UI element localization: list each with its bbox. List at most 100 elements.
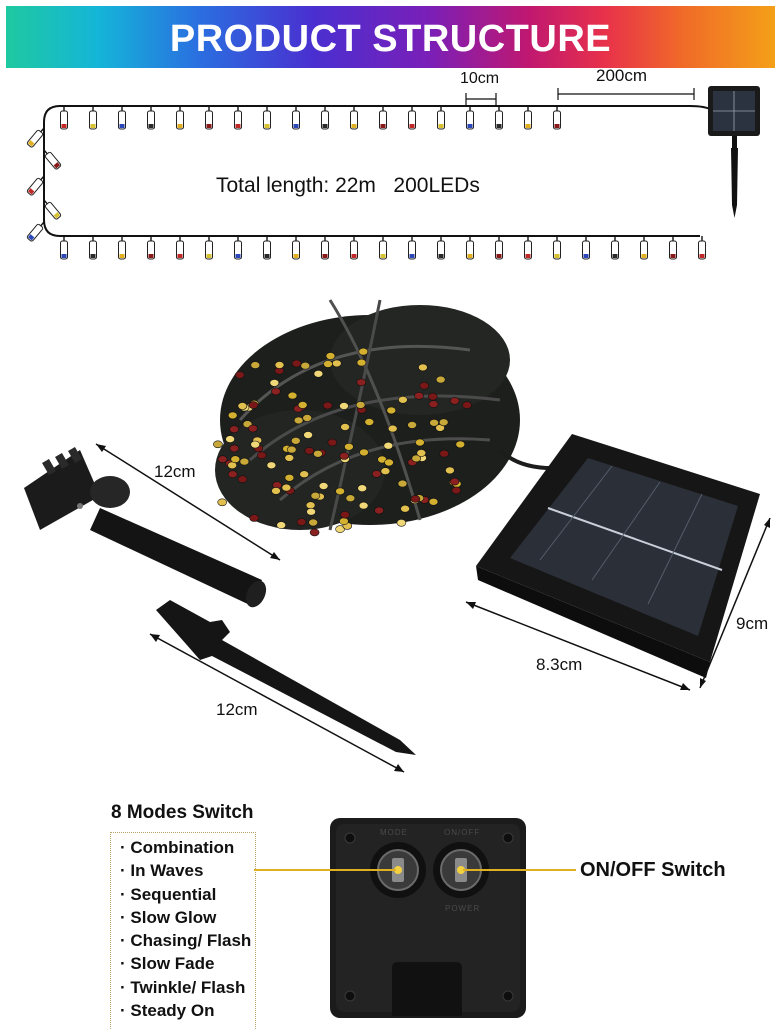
coil-led-bead: [438, 418, 449, 427]
coil-led-bead: [310, 491, 321, 500]
coil-led-bead: [318, 482, 329, 490]
title-banner: PRODUCT STRUCTURE: [6, 6, 775, 68]
led-bulb: [292, 236, 300, 260]
led-bulb: [26, 127, 45, 148]
stake-holder-dimension: [95, 443, 281, 561]
coil-led-bead: [449, 477, 460, 486]
led-bulb: [118, 106, 126, 130]
led-bulb: [698, 236, 706, 260]
coil-led-bead: [400, 504, 410, 513]
led-bulb: [43, 199, 62, 220]
coil-led-bead: [229, 444, 240, 453]
led-bulb: [263, 106, 271, 130]
coil-led-bead: [230, 455, 241, 464]
coil-led-bead: [291, 359, 302, 368]
mini-solar-panel: [708, 86, 760, 218]
coil-led-bead: [286, 445, 297, 454]
coil-led-bead: [339, 402, 349, 410]
coil-led-bead: [356, 358, 367, 367]
led-bulb: [205, 236, 213, 260]
mode-item: · In Waves: [120, 861, 204, 881]
coil-led-bead: [386, 406, 397, 415]
coil-led-bead: [274, 361, 285, 369]
coil-led-bead: [276, 521, 287, 529]
led-bulb: [640, 236, 648, 260]
coil-led-bead: [297, 401, 308, 409]
coil-led-bead: [327, 438, 338, 447]
led-bulb: [321, 106, 329, 130]
onoff-switch-callout: ON/OFF Switch: [580, 859, 726, 881]
led-bulb: [495, 236, 503, 260]
coil-led-bead: [217, 455, 228, 464]
lead-length-label: 200cm: [596, 66, 648, 85]
coil-led-bead: [428, 497, 439, 506]
led-bulb: [234, 236, 242, 260]
panel-depth-label: 9cm: [736, 614, 769, 633]
power-button[interactable]: [433, 842, 489, 898]
coil-led-bead: [384, 458, 394, 467]
modes-title: 8 Modes Switch: [111, 802, 254, 823]
product-illustration: [24, 299, 771, 773]
coil-led-bead: [439, 449, 450, 458]
onoff-button-label: ON/OFF: [444, 828, 481, 837]
coil-led-bead: [364, 418, 375, 426]
top-led-row: [60, 106, 561, 130]
coil-led-bead: [250, 440, 260, 449]
coil-led-bead: [323, 360, 333, 368]
coil-led-bead: [227, 470, 238, 479]
panel-width-dimension: [465, 601, 691, 691]
coil-led-bead: [359, 448, 369, 457]
coil-led-bead: [416, 449, 427, 457]
mode-button-label: MODE: [380, 828, 408, 837]
left-led-column: [26, 127, 62, 242]
coil-led-bead: [308, 518, 319, 527]
led-bulb: [292, 106, 300, 130]
led-bulb: [350, 106, 358, 130]
coil-led-bead: [335, 487, 345, 496]
coil-led-bead: [418, 363, 428, 372]
coil-led-bead: [313, 369, 324, 378]
coil-led-bead: [217, 498, 227, 507]
coil-led-bead: [227, 411, 238, 420]
coil-led-bead: [300, 361, 311, 370]
stake-holder: [24, 446, 267, 608]
coil-led-bead: [284, 454, 295, 462]
coil-led-bead: [451, 486, 462, 495]
led-bulb: [379, 236, 387, 260]
coil-led-bead: [335, 525, 345, 533]
mode-item: · Chasing/ Flash: [120, 931, 252, 951]
lead-dimension: [557, 88, 695, 100]
led-bulb: [495, 106, 503, 130]
panel-width-label: 8.3cm: [536, 655, 583, 674]
coil-led-bead: [309, 528, 320, 537]
coil-led-bead: [266, 461, 277, 470]
coil-led-bead: [287, 391, 298, 400]
string-wire: [43, 105, 700, 237]
coil-led-bead: [415, 438, 425, 447]
coil-led-bead: [213, 440, 223, 449]
coil-led-bead: [271, 487, 281, 495]
led-bulb: [669, 236, 677, 260]
mode-button[interactable]: [370, 842, 426, 898]
led-bulb: [321, 236, 329, 260]
coil-led-bead: [398, 395, 408, 404]
led-bulb: [26, 221, 45, 242]
coil-led-bead: [356, 378, 367, 387]
coil-led-bead: [284, 473, 295, 482]
coil-led-bead: [410, 495, 421, 503]
coil-led-bead: [427, 392, 438, 401]
coil-led-bead: [340, 510, 350, 519]
coil-led-bead: [250, 361, 261, 369]
coil-led-bead: [374, 506, 384, 515]
led-bulb: [89, 106, 97, 130]
coil-led-bead: [445, 466, 455, 475]
solar-panel: [476, 434, 760, 678]
led-bulb: [176, 106, 184, 130]
coil-led-bead: [344, 442, 354, 451]
led-bulb: [60, 106, 68, 130]
coil-led-bead: [229, 425, 239, 434]
spacing-dimension: [465, 93, 497, 105]
power-label: POWER: [445, 904, 481, 913]
coil-led-bead: [248, 401, 259, 409]
switch-box: [254, 818, 576, 1018]
